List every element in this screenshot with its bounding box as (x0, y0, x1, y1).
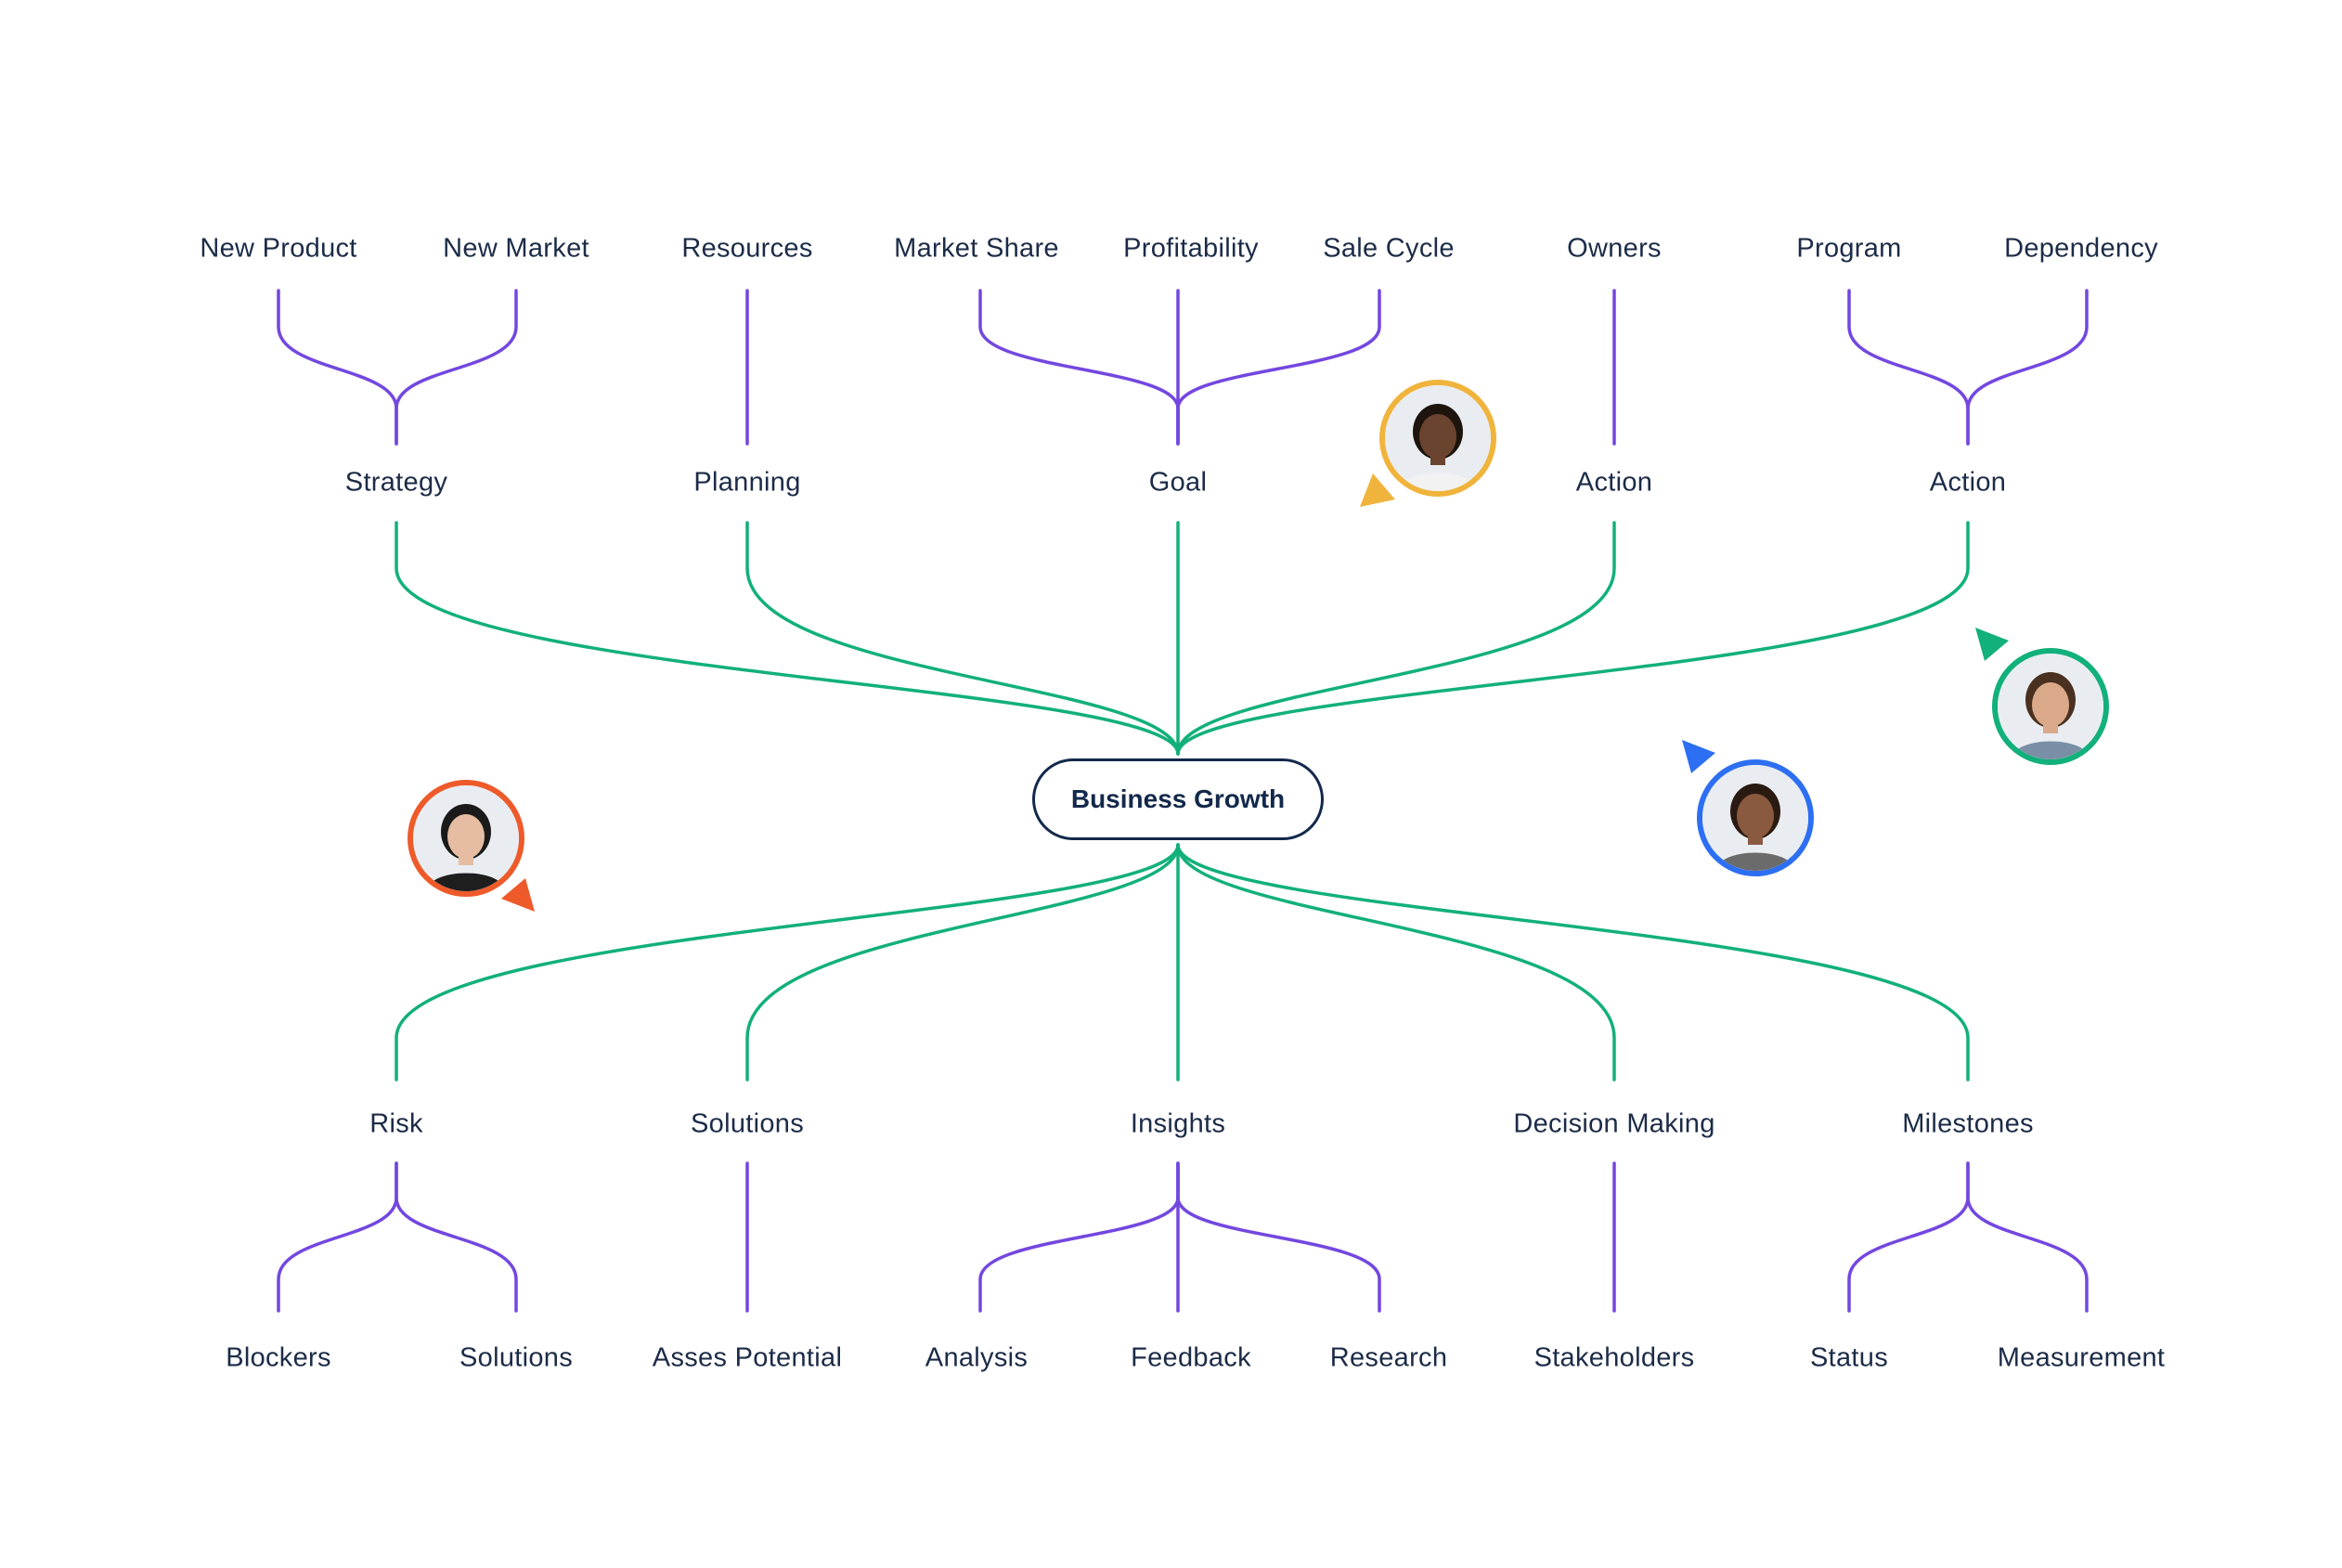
node-research[interactable]: Research (1329, 1342, 1448, 1373)
branch-top-2-0 (978, 289, 1180, 446)
connector-bottom-3 (1176, 843, 1616, 1082)
node-analysis[interactable]: Analysis (925, 1342, 1029, 1373)
person-icon (413, 785, 519, 891)
cursor-icon-green (1975, 628, 2009, 661)
node-asses-potential[interactable]: Asses Potential (652, 1342, 843, 1373)
node-action-owners[interactable]: Action (1575, 467, 1653, 498)
node-insights[interactable]: Insights (1130, 1108, 1226, 1139)
collaborator-avatar-green (1992, 648, 2109, 765)
cursor-arrow-red (501, 878, 535, 912)
node-strategy[interactable]: Strategy (344, 467, 448, 498)
connector-bottom-0 (395, 843, 1180, 1082)
collaborator-avatar-orange (1379, 380, 1496, 497)
node-blockers[interactable]: Blockers (226, 1342, 331, 1373)
central-node[interactable]: Business Growth (1032, 758, 1324, 840)
connector-top-0 (395, 521, 1180, 756)
node-planning[interactable]: Planning (693, 467, 801, 498)
node-measurement[interactable]: Measurement (1997, 1342, 2166, 1373)
cursor-icon-orange (1360, 473, 1395, 507)
node-market-share[interactable]: Market Share (894, 233, 1059, 264)
node-program[interactable]: Program (1796, 233, 1902, 264)
connector-top-1 (745, 521, 1180, 756)
central-node-label: Business Growth (1070, 784, 1286, 813)
branch-top-4-1 (1966, 289, 2089, 446)
node-status[interactable]: Status (1809, 1342, 1889, 1373)
cursor-arrow-green (1975, 628, 2009, 661)
collaborator-avatar-red (408, 780, 524, 897)
node-feedback[interactable]: Feedback (1131, 1342, 1251, 1373)
cursor-icon-red (501, 878, 535, 912)
node-decision-making[interactable]: Decision Making (1513, 1108, 1715, 1139)
branch-bottom-2-0 (978, 1161, 1180, 1313)
connector-top-4 (1176, 521, 1970, 756)
connector-bottom-1 (745, 843, 1180, 1082)
node-new-product[interactable]: New Product (200, 233, 357, 264)
node-dependency[interactable]: Dependency (2004, 233, 2158, 264)
cursor-arrow-blue (1682, 740, 1715, 773)
node-risk[interactable]: Risk (369, 1108, 423, 1139)
branch-top-4-0 (1847, 289, 1970, 446)
branch-bottom-2-2 (1176, 1161, 1381, 1313)
node-solutions[interactable]: Solutions (691, 1108, 804, 1139)
branch-top-2-2 (1176, 289, 1381, 446)
branch-bottom-4-1 (1966, 1161, 2089, 1313)
branch-bottom-0-1 (395, 1161, 518, 1313)
connector-top-3 (1176, 521, 1616, 756)
node-solutions-sub[interactable]: Solutions (459, 1342, 573, 1373)
person-icon (1998, 654, 2103, 759)
connector-bottom-4 (1176, 843, 1970, 1082)
node-new-market[interactable]: New Market (443, 233, 589, 264)
node-milestones[interactable]: Milestones (1902, 1108, 2034, 1139)
node-action-program[interactable]: Action (1929, 467, 2007, 498)
person-icon (1702, 765, 1808, 871)
node-goal[interactable]: Goal (1148, 467, 1208, 498)
branch-top-0-1 (395, 289, 518, 446)
branch-bottom-4-0 (1847, 1161, 1970, 1313)
node-sale-cycle[interactable]: Sale Cycle (1323, 233, 1455, 264)
cursor-icon-blue (1682, 740, 1715, 773)
cursor-arrow-orange (1360, 473, 1395, 507)
node-profitability[interactable]: Profitability (1123, 233, 1259, 264)
person-icon (1385, 385, 1491, 491)
node-owners[interactable]: Owners (1567, 233, 1662, 264)
node-stakeholders[interactable]: Stakeholders (1533, 1342, 1695, 1373)
collaborator-avatar-blue (1697, 759, 1814, 876)
branch-bottom-0-0 (277, 1161, 398, 1313)
branch-top-0-0 (277, 289, 398, 446)
node-resources[interactable]: Resources (681, 233, 813, 264)
